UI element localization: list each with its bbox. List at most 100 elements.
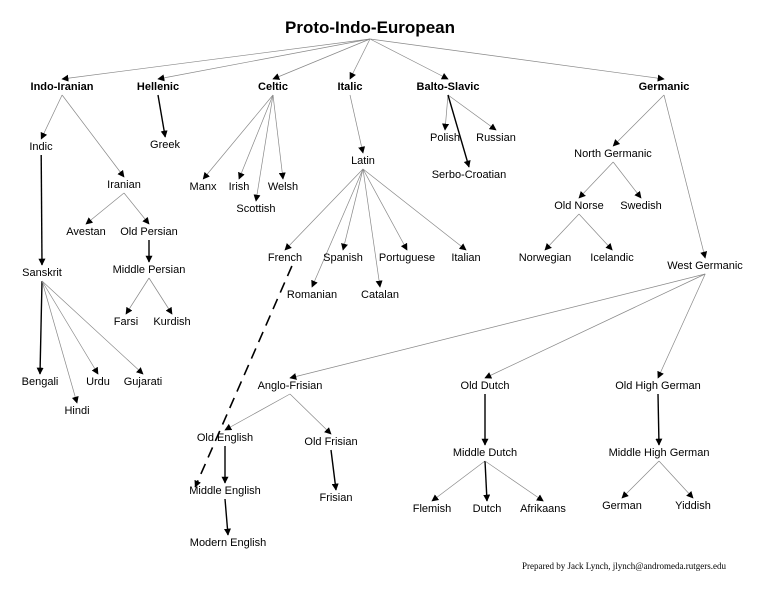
edge-title-to-celtic — [272, 38, 371, 80]
node-avestan: Avestan — [66, 226, 106, 238]
edge-title-to-germanic — [369, 38, 665, 82]
node-west-germanic: West Germanic — [667, 260, 743, 272]
node-indo-iranian: Indo-Iranian — [31, 81, 94, 93]
node-polish: Polish — [430, 132, 460, 144]
edge-celtic-to-welsh — [272, 94, 286, 180]
node-old-persian: Old Persian — [120, 226, 177, 238]
node-middle-dutch: Middle Dutch — [453, 447, 517, 459]
edge-old-norse-to-norwegian — [544, 213, 580, 251]
edge-celtic-to-irish — [238, 94, 274, 180]
edge-indic-to-sanskrit — [38, 154, 46, 266]
node-germanic: Germanic — [639, 81, 690, 93]
edge-middle-high-german-to-yiddish — [658, 460, 694, 499]
node-italian: Italian — [451, 252, 480, 264]
edge-middle-high-german-to-german — [621, 460, 660, 499]
node-frisian: Frisian — [319, 492, 352, 504]
node-old-dutch: Old Dutch — [461, 380, 510, 392]
edge-middle-persian-to-farsi — [125, 277, 150, 315]
node-serbo-croatian: Serbo-Croatian — [432, 169, 507, 181]
node-gujarati: Gujarati — [124, 376, 163, 388]
node-middle-high-german: Middle High German — [609, 447, 710, 459]
node-irish: Irish — [229, 181, 250, 193]
edge-germanic-to-north-germanic — [612, 94, 665, 147]
node-anglo-frisian: Anglo-Frisian — [258, 380, 323, 392]
edge-middle-dutch-to-afrikaans — [484, 460, 544, 502]
edge-sanskrit-to-bengali — [36, 280, 44, 375]
edge-middle-persian-to-kurdish — [148, 277, 173, 315]
node-old-norse: Old Norse — [554, 200, 604, 212]
node-kurdish: Kurdish — [153, 316, 190, 328]
node-welsh: Welsh — [268, 181, 298, 193]
edge-french-to-middle-english — [194, 265, 293, 488]
node-north-germanic: North Germanic — [574, 148, 652, 160]
edge-balto-slavic-to-serbo-croatian — [447, 94, 471, 168]
node-old-high-german: Old High German — [615, 380, 701, 392]
edge-middle-dutch-to-flemish — [431, 460, 486, 502]
node-iranian: Iranian — [107, 179, 141, 191]
node-hindi: Hindi — [64, 405, 89, 417]
node-afrikaans: Afrikaans — [520, 503, 566, 515]
edge-anglo-frisian-to-old-english — [224, 393, 291, 431]
tree-edges — [36, 38, 708, 536]
edge-iranian-to-old-persian — [123, 192, 150, 225]
edge-latin-to-catalan — [362, 168, 383, 288]
node-romanian: Romanian — [287, 289, 337, 301]
edge-celtic-to-manx — [202, 94, 274, 180]
edge-balto-slavic-to-polish — [442, 94, 450, 131]
credit-line: Prepared by Jack Lynch, jlynch@andromeda… — [522, 561, 726, 571]
node-balto-slavic: Balto-Slavic — [417, 81, 480, 93]
node-yiddish: Yiddish — [675, 500, 711, 512]
node-old-frisian: Old Frisian — [304, 436, 357, 448]
node-middle-english: Middle English — [189, 485, 261, 497]
edge-middle-dutch-to-dutch — [483, 460, 491, 502]
node-italic: Italic — [337, 81, 362, 93]
node-scottish: Scottish — [236, 203, 275, 215]
node-greek: Greek — [150, 139, 180, 151]
node-bengali: Bengali — [22, 376, 59, 388]
node-middle-persian: Middle Persian — [113, 264, 186, 276]
node-portuguese: Portuguese — [379, 252, 435, 264]
node-latin: Latin — [351, 155, 375, 167]
edge-middle-english-to-modern-english — [223, 498, 231, 536]
tree-labels: Proto-Indo-European Indo-Iranian Helleni… — [22, 18, 744, 571]
node-catalan: Catalan — [361, 289, 399, 301]
edge-indo-iranian-to-indic — [40, 94, 63, 140]
edge-title-to-italic — [349, 38, 371, 80]
edge-title-to-balto-slavic — [369, 38, 449, 80]
edge-west-germanic-to-old-high-german — [657, 273, 706, 379]
edge-title-to-hellenic — [157, 38, 371, 82]
node-urdu: Urdu — [86, 376, 110, 388]
edge-old-norse-to-icelandic — [578, 213, 613, 251]
edge-old-high-german-to-middle-high-german — [655, 393, 663, 446]
edge-germanic-to-west-germanic — [663, 94, 708, 259]
node-sanskrit: Sanskrit — [22, 267, 62, 279]
node-dutch: Dutch — [473, 503, 502, 515]
node-hellenic: Hellenic — [137, 81, 179, 93]
edge-balto-slavic-to-russian — [447, 94, 497, 131]
edge-celtic-to-scottish — [253, 94, 274, 202]
diagram-title: Proto-Indo-European — [285, 18, 455, 37]
edge-north-germanic-to-old-norse — [578, 161, 614, 199]
node-german: German — [602, 500, 642, 512]
node-icelandic: Icelandic — [590, 252, 634, 264]
node-norwegian: Norwegian — [519, 252, 572, 264]
node-flemish: Flemish — [413, 503, 452, 515]
node-old-english: Old English — [197, 432, 253, 444]
node-celtic: Celtic — [258, 81, 288, 93]
node-swedish: Swedish — [620, 200, 662, 212]
edge-west-germanic-to-anglo-frisian — [289, 273, 706, 380]
edge-latin-to-spanish — [341, 168, 364, 251]
edge-title-to-indo-iranian — [61, 38, 371, 82]
edge-latin-to-romanian — [311, 168, 364, 288]
edge-north-germanic-to-swedish — [612, 161, 642, 199]
edge-sanskrit-to-urdu — [41, 280, 99, 375]
node-modern-english: Modern English — [190, 537, 266, 549]
edge-sanskrit-to-hindi — [41, 280, 79, 404]
edge-iranian-to-avestan — [85, 192, 125, 225]
node-manx: Manx — [190, 181, 217, 193]
node-french: French — [268, 252, 302, 264]
node-indic: Indic — [29, 141, 53, 153]
edge-anglo-frisian-to-old-frisian — [289, 393, 332, 435]
node-spanish: Spanish — [323, 252, 363, 264]
